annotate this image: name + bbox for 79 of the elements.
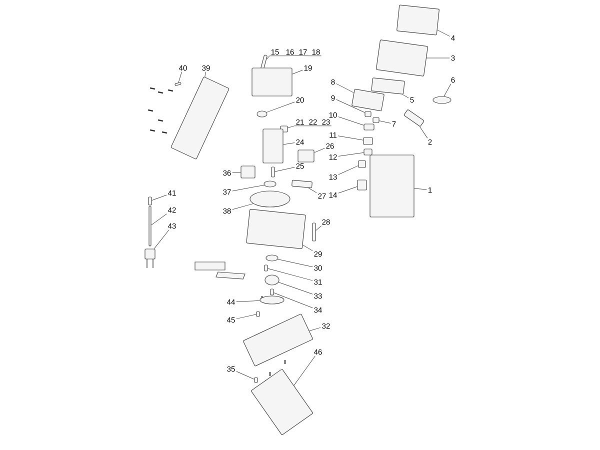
machine-part: [148, 206, 152, 246]
leader-line: [308, 188, 317, 194]
machine-part: [251, 369, 313, 435]
leader-line: [268, 268, 313, 281]
leader-line: [274, 292, 313, 308]
leader-line: [266, 102, 295, 113]
leader-line: [152, 194, 167, 201]
leader-line: [316, 226, 322, 231]
machine-part: [170, 76, 230, 160]
machine-part: [256, 110, 268, 118]
leader-line: [402, 94, 409, 98]
leader-line: [336, 99, 365, 113]
machine-part: [260, 296, 284, 304]
leader-line: [232, 184, 264, 192]
leader-line: [266, 56, 322, 60]
leader-line: [278, 259, 313, 268]
machine-part: [364, 111, 372, 117]
leader-line: [414, 188, 427, 190]
machine-part: [148, 196, 152, 206]
leader-line: [204, 72, 206, 78]
leader-line: [309, 327, 321, 332]
leader-line: [338, 165, 358, 175]
machine-part: [370, 154, 414, 218]
machine-part: [312, 222, 316, 242]
machine-part: [376, 40, 428, 76]
leader-line: [283, 142, 295, 145]
leader-line: [288, 126, 332, 128]
machine-part: [357, 180, 367, 190]
leader-line: [336, 83, 354, 93]
leader-line: [236, 300, 260, 302]
leader-line: [294, 356, 316, 386]
machine-part: [256, 311, 260, 317]
machine-part: [144, 248, 156, 260]
machine-part: [364, 148, 372, 156]
machine-part: [270, 288, 274, 296]
leader-line: [302, 244, 313, 252]
machine-part: [240, 166, 256, 178]
machine-part: [352, 88, 384, 112]
machine-part: [243, 314, 313, 366]
machine-part: [432, 96, 452, 104]
leader-line: [178, 72, 182, 83]
machine-part: [264, 180, 276, 188]
machine-part: [266, 254, 278, 262]
machine-part: [250, 190, 290, 208]
machine-part: [404, 110, 424, 126]
machine-part: [298, 150, 314, 162]
machine-part: [371, 78, 405, 94]
leader-line: [154, 230, 170, 249]
leader-line: [420, 126, 428, 138]
leader-line: [274, 166, 295, 172]
machine-part: [364, 124, 374, 130]
leader-line: [236, 314, 256, 320]
machine-part: [363, 137, 373, 145]
machine-part: [174, 82, 182, 86]
leader-line: [292, 70, 303, 74]
leader-line: [236, 371, 254, 380]
leader-line: [338, 152, 364, 156]
machine-part: [264, 274, 280, 286]
leader-line: [379, 120, 391, 124]
machine-part: [254, 377, 258, 383]
machine-part: [292, 180, 312, 188]
leader-line: [338, 186, 358, 194]
leader-line: [338, 116, 364, 126]
leader-line: [437, 30, 450, 37]
machine-part: [262, 128, 284, 164]
machine-part: [396, 4, 440, 36]
machine-part: [264, 264, 268, 272]
leader-line: [232, 172, 241, 173]
machine-part: [372, 117, 380, 123]
leader-line: [151, 214, 167, 226]
leader-line: [338, 136, 364, 140]
machine-part: [358, 160, 366, 168]
leader-line: [232, 203, 254, 210]
leader-line: [444, 84, 452, 97]
machine-part: [271, 166, 275, 178]
leader-line: [278, 282, 313, 294]
machine-part: [252, 68, 292, 96]
leader-line: [314, 148, 325, 153]
machine-part: [260, 54, 268, 70]
